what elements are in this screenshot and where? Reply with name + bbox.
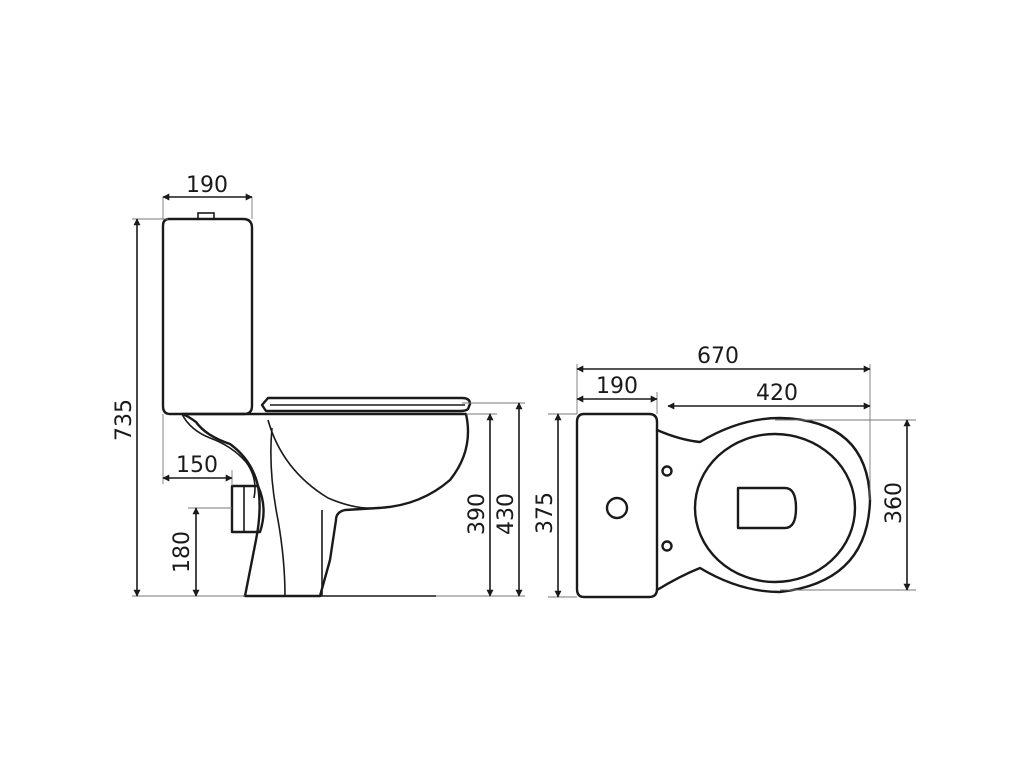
seat-cutout: [736, 486, 798, 530]
label-180: 180: [170, 531, 195, 573]
label-735: 735: [112, 399, 137, 441]
label-670: 670: [697, 344, 739, 369]
label-430: 430: [494, 493, 519, 535]
top-view: 670 190 420 375 360: [533, 344, 916, 599]
label-360: 360: [882, 482, 907, 524]
label-375: 375: [533, 492, 558, 534]
hinge-hole-top-icon: [661, 465, 673, 477]
label-390: 390: [465, 493, 490, 535]
hinge-hole-bottom-icon: [661, 540, 673, 552]
side-seat: [260, 396, 472, 413]
side-pan: [180, 412, 470, 598]
label-190-side: 190: [186, 173, 228, 198]
side-outlet: [230, 484, 265, 534]
top-bowl: [655, 416, 872, 594]
side-cistern: [161, 212, 254, 416]
label-420: 420: [756, 381, 798, 406]
side-view: 190 735 150 180 390 430: [112, 173, 525, 598]
flush-button-icon: [197, 212, 215, 220]
label-190-top: 190: [596, 374, 638, 399]
flush-button-top-icon: [605, 496, 629, 520]
label-150: 150: [176, 453, 218, 478]
top-cistern: [575, 412, 659, 599]
